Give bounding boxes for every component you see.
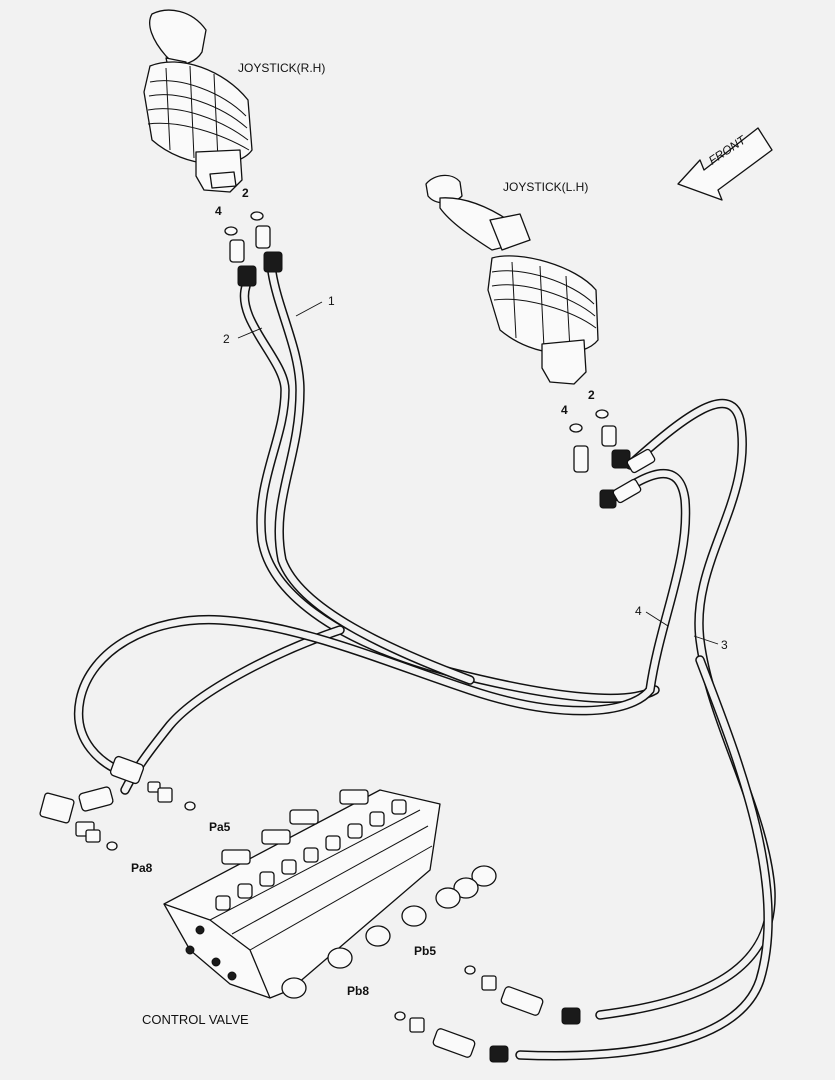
hose-2-rh	[239, 281, 660, 703]
joystick-rh-label: JOYSTICK(R.H)	[238, 61, 326, 75]
port-pa8-label: Pa8	[131, 861, 153, 875]
port-pb5-label: Pb5	[414, 944, 437, 958]
hose-rh-to-valve	[120, 625, 345, 795]
hose-1-rh	[267, 267, 475, 685]
valve-bolts	[185, 925, 237, 981]
joystick-lh-drawing	[425, 174, 599, 385]
valve-spools-right	[281, 865, 497, 999]
valve-spools-upper	[215, 789, 407, 911]
control-valve-drawing	[163, 789, 497, 999]
lh-callout-4: 4	[561, 403, 568, 417]
front-arrow-icon	[677, 127, 773, 201]
pb-fittings	[394, 965, 581, 1063]
hose-callout-1: 1	[328, 294, 335, 308]
joystick-lh-fittings	[569, 409, 656, 509]
control-valve-label: CONTROL VALVE	[142, 1012, 249, 1027]
lh-callout-2: 2	[588, 388, 595, 402]
hose-callout-2: 2	[223, 332, 230, 346]
rh-callout-2: 2	[242, 186, 249, 200]
hose-callout-3: 3	[721, 638, 728, 652]
hose-lower-right	[515, 655, 773, 1061]
hose-3-lh	[595, 398, 776, 1020]
joystick-rh-drawing	[143, 9, 253, 193]
callout-leaders	[237, 301, 719, 645]
hose-4-lh	[73, 469, 691, 780]
port-pb8-label: Pb8	[347, 984, 370, 998]
port-pa5-label: Pa5	[209, 820, 231, 834]
pa-fittings	[39, 755, 196, 851]
joystick-lh-label: JOYSTICK(L.H)	[503, 180, 589, 194]
joystick-rh-fittings	[224, 211, 283, 287]
rh-callout-4: 4	[215, 204, 222, 218]
hose-callout-4: 4	[635, 604, 642, 618]
